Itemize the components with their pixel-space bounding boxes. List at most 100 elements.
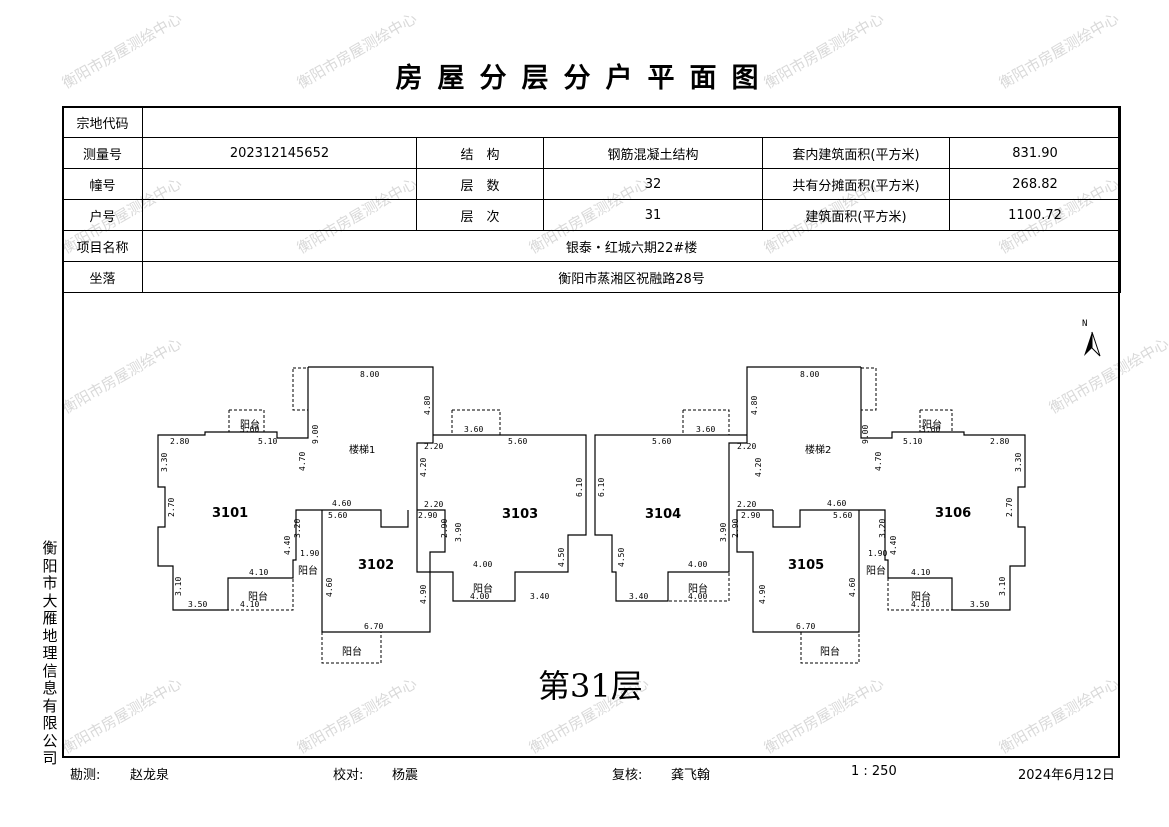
floors-value: 32 — [543, 168, 763, 200]
balcony-label: 阳台 — [866, 564, 886, 577]
stair-label-2: 楼梯2 — [805, 443, 831, 456]
dimension-label: 3.40 — [530, 592, 549, 601]
dimension-label: 5.60 — [328, 511, 347, 520]
dimension-label: 2.90 — [731, 519, 740, 538]
balcony-outline — [451, 409, 501, 435]
check-label: 校对: — [333, 768, 364, 783]
dimension-label: 4.00 — [688, 592, 707, 601]
balcony-outline — [887, 578, 953, 611]
balcony-outline — [292, 367, 309, 411]
dimension-label: 2.80 — [170, 437, 189, 446]
location-label: 坐落 — [62, 261, 143, 293]
dimension-label: 9.00 — [311, 425, 320, 444]
balcony-outline — [228, 409, 265, 432]
building-label: 幢号 — [62, 168, 143, 200]
floor-caption: 第31层 — [538, 667, 643, 705]
balcony-label: 阳台 — [922, 418, 942, 431]
balcony-outline — [860, 367, 877, 411]
dimension-label: 3.60 — [240, 425, 259, 434]
dimension-label: 4.80 — [423, 396, 432, 415]
dimension-label: 2.20 — [737, 500, 756, 509]
dimension-label: 2.90 — [440, 519, 449, 538]
dimension-label: 3.30 — [1014, 453, 1023, 472]
dimension-label: 4.60 — [827, 499, 846, 508]
dimension-label: 4.20 — [754, 458, 763, 477]
dimension-label: 2.80 — [990, 437, 1009, 446]
dimension-label: 5.60 — [833, 511, 852, 520]
dimension-label: 8.00 — [360, 370, 379, 379]
balcony-label: 阳台 — [688, 582, 708, 595]
survey-label: 勘测: — [70, 768, 101, 783]
inner-area-label: 套内建筑面积(平方米) — [762, 137, 950, 169]
north-arrow-icon: N — [1082, 319, 1101, 357]
dimension-label: 3.20 — [878, 519, 887, 538]
dimension-label: 3.40 — [629, 592, 648, 601]
dimension-label: 4.70 — [874, 452, 883, 471]
check-name: 杨震 — [392, 768, 419, 783]
balcony-label: 阳台 — [298, 564, 318, 577]
dimension-label: 3.20 — [293, 519, 302, 538]
unit-label: 户号 — [62, 199, 143, 231]
balcony-label: 阳台 — [240, 418, 260, 431]
dimension-label: 2.90 — [741, 511, 760, 520]
balcony-label: 阳台 — [911, 590, 931, 603]
dimension-label: 1.90 — [868, 549, 887, 558]
dimension-label: 4.70 — [298, 452, 307, 471]
dimension-label: 2.90 — [418, 511, 437, 520]
date-label: 2024年6月12日 — [1018, 768, 1115, 783]
unit-label-3105: 3105 — [788, 558, 824, 573]
dimension-label: 4.80 — [750, 396, 759, 415]
dimension-label: 3.90 — [454, 523, 463, 542]
dimension-label: 9.00 — [861, 425, 870, 444]
balcony-label: 阳台 — [342, 645, 362, 658]
dimension-label: 4.00 — [688, 560, 707, 569]
dimension-label: 3.90 — [719, 523, 728, 542]
dimension-label: 5.10 — [258, 437, 277, 446]
dimension-label: 6.10 — [575, 478, 584, 497]
stair-label-1: 楼梯1 — [349, 443, 375, 456]
unit-label-3104: 3104 — [645, 507, 681, 522]
balcony-outline — [321, 632, 382, 664]
dimension-label: 2.20 — [424, 442, 443, 451]
location-value: 衡阳市蒸湘区祝融路28号 — [141, 261, 1122, 293]
balcony-outline — [682, 409, 730, 435]
balcony-outline — [227, 578, 294, 611]
dimension-label: 3.30 — [160, 453, 169, 472]
dimension-label: 6.70 — [364, 622, 383, 631]
unit-label-3103: 3103 — [502, 507, 538, 522]
structure-label: 结 构 — [416, 137, 544, 169]
balcony-outline — [800, 632, 860, 664]
dimension-label: 2.70 — [167, 498, 176, 517]
review-name: 龚飞翰 — [671, 768, 711, 783]
north-label: N — [1082, 319, 1087, 329]
dimension-label: 4.50 — [617, 548, 626, 567]
dimension-label: 4.40 — [283, 536, 292, 555]
dimension-label: 2.20 — [737, 442, 756, 451]
dimension-label: 3.10 — [998, 577, 1007, 596]
dimension-label: 4.40 — [889, 536, 898, 555]
right-building-outline — [594, 366, 1026, 633]
dimension-label: 3.60 — [464, 425, 483, 434]
dimension-label: 5.60 — [652, 437, 671, 446]
unit-label-3102: 3102 — [358, 558, 394, 573]
dimension-label: 4.60 — [848, 578, 857, 597]
shared-area-value: 268.82 — [948, 168, 1122, 200]
balcony-label: 阳台 — [473, 582, 493, 595]
dimension-label: 5.10 — [903, 437, 922, 446]
survey-no-label: 测量号 — [62, 137, 143, 169]
scale-label: 1 : 250 — [851, 764, 897, 779]
info-table: 宗地代码 测量号 202312145652 结 构 钢筋混凝土结构 套内建筑面积… — [62, 106, 1122, 293]
dimension-label: 4.10 — [911, 568, 930, 577]
dimension-label: 4.60 — [325, 578, 334, 597]
balcony-label: 阳台 — [248, 590, 268, 603]
dimension-label: 3.10 — [174, 577, 183, 596]
dimension-label: 6.10 — [597, 478, 606, 497]
balcony-label: 阳台 — [820, 645, 840, 658]
dimension-label: 4.00 — [473, 560, 492, 569]
shared-area-label: 共有分摊面积(平方米) — [762, 168, 950, 200]
dimension-label: 3.50 — [188, 600, 207, 609]
unit-label-3101: 3101 — [212, 506, 248, 521]
dimension-label: 2.20 — [424, 500, 443, 509]
dimension-label: 8.00 — [800, 370, 819, 379]
